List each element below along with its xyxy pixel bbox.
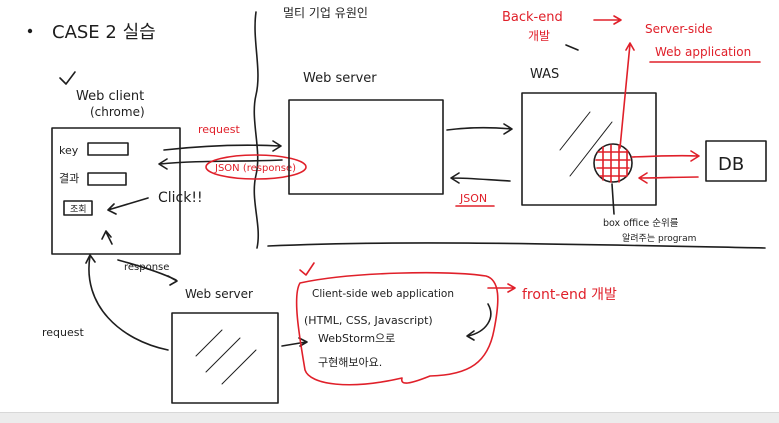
client-side-line1: Client-side web application — [312, 288, 454, 300]
was-to-server-arrow — [450, 172, 511, 184]
json-label: JSON — [459, 192, 487, 205]
server-to-was-arrow — [446, 123, 513, 135]
top-note: 멀티 기업 유원인 — [283, 6, 368, 20]
was-label: WAS — [530, 67, 559, 82]
program-to-backend-arrow — [619, 42, 635, 149]
backend-arrow — [593, 15, 622, 25]
bottom-server-label: Web server — [185, 287, 253, 301]
db-box — [705, 140, 767, 182]
client-search-button — [63, 200, 93, 216]
client-label: Web client — [76, 89, 144, 104]
was-program-hatch — [595, 144, 631, 183]
client-check-mark — [59, 71, 76, 85]
client-side-bubble — [295, 271, 499, 386]
server-side-line2: Web application — [655, 45, 751, 59]
was-hatch — [559, 111, 613, 177]
client-sublabel: (chrome) — [90, 105, 145, 119]
client-side-line2: (HTML, CSS, Javascript) — [304, 314, 433, 327]
was-to-db-arrow — [631, 150, 700, 162]
web-server-box — [288, 99, 444, 195]
ide-pointer-arrow — [466, 303, 492, 341]
title-bullet — [27, 28, 33, 34]
request-arrow — [163, 140, 282, 152]
json-response-label: JSON (response) — [214, 163, 296, 174]
json-response-circle — [205, 154, 307, 180]
frontend-arrow — [487, 283, 516, 293]
backend-label-2: 개발 — [528, 29, 550, 43]
page-title: CASE 2 실습 — [52, 22, 156, 43]
request-bottom-label: request — [42, 326, 85, 339]
response-arrow — [158, 158, 283, 170]
was-box — [521, 92, 657, 206]
box-office-line1: box office 순위를 — [603, 217, 679, 229]
request-label: request — [198, 123, 241, 136]
frontend-label: front-end 개발 — [522, 287, 617, 303]
response-label: response — [124, 262, 169, 273]
client-search-button-label: 조회 — [70, 204, 87, 215]
window-status-bar — [0, 412, 779, 423]
client-click-arrow — [107, 197, 149, 215]
client-side-check — [299, 262, 315, 276]
client-value-input — [87, 172, 127, 186]
bottom-server-box — [171, 312, 279, 404]
backend-underline — [565, 44, 579, 51]
horizontal-divider — [267, 242, 766, 249]
backend-label: Back-end — [502, 10, 563, 25]
client-side-line4: 구현해보아요. — [318, 355, 382, 369]
client-side-line3: WebStorm으로 — [318, 332, 395, 345]
client-window — [51, 127, 181, 255]
box-office-line2: 알려주는 program — [622, 233, 696, 244]
box-office-pointer — [611, 183, 615, 215]
bottom-server-hatch — [195, 329, 257, 385]
was-program-circle — [593, 143, 633, 183]
client-click-note: Click!! — [158, 190, 203, 206]
client-key-label: key — [59, 144, 79, 157]
client-key-input — [87, 142, 129, 156]
db-to-was-arrow — [638, 172, 699, 184]
client-pointer-arrow — [101, 230, 113, 245]
request-bottom-arrow — [85, 254, 169, 351]
response-to-server-arrow — [117, 259, 178, 286]
web-server-label: Web server — [303, 71, 377, 86]
db-label: DB — [718, 154, 744, 175]
client-value-label: 결과 — [59, 172, 79, 185]
server-side-line1: Server-side — [645, 22, 713, 36]
server-to-client-app-arrow — [281, 337, 308, 347]
vertical-divider — [253, 11, 259, 249]
